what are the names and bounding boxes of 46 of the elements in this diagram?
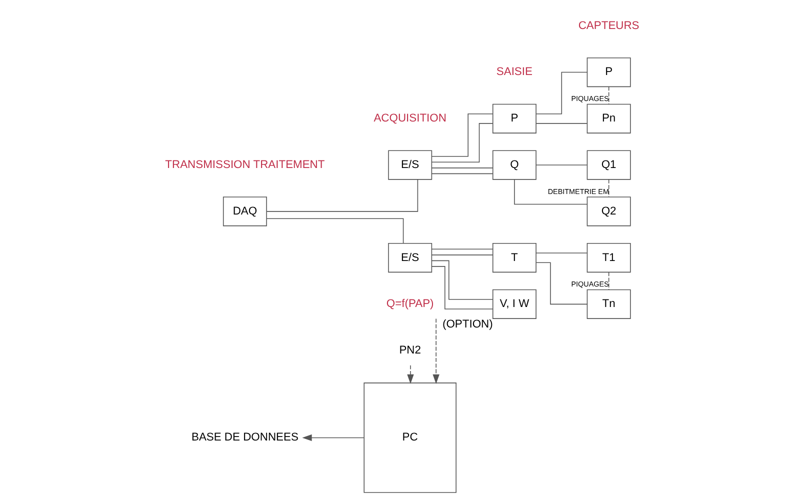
connector [608, 179, 610, 198]
label: TRANSMISSION TRAITEMENT [165, 158, 325, 171]
label: CAPTEURS [578, 20, 640, 32]
connector [608, 86, 610, 104]
node-box: E/S [388, 243, 432, 273]
node-box: T1 [586, 243, 631, 273]
edge-label: PIQUAGES [571, 280, 609, 289]
node-box: Pn [586, 104, 631, 134]
label: ACQUISITION [374, 112, 446, 125]
node-box: P [586, 57, 631, 88]
arrow [432, 318, 440, 384]
node-box: DAQ [222, 196, 267, 226]
connector [432, 266, 494, 310]
node-box: Q [492, 150, 536, 180]
connector [431, 260, 494, 300]
connector [432, 123, 494, 163]
label: SAISIE [496, 66, 532, 78]
connector [266, 179, 418, 212]
connector [536, 164, 588, 166]
node-box: Q1 [586, 150, 631, 180]
node-box: T [492, 243, 536, 273]
connector [431, 173, 494, 174]
edge-label: PIQUAGES [571, 94, 609, 104]
node-text: Q=f(PAP) [386, 298, 434, 310]
node-text: PN2 [399, 344, 421, 357]
connector [536, 252, 588, 254]
node-box: Tn [586, 289, 631, 319]
node-box: Q2 [586, 196, 631, 226]
node-box: V, I W [492, 289, 536, 319]
connector [266, 218, 404, 244]
connector [536, 72, 588, 114]
connector [431, 254, 494, 256]
node-box: E/S [388, 150, 432, 180]
connector [514, 179, 588, 205]
connector [431, 248, 494, 250]
edge-label: DEBITMETRIE EM [548, 186, 609, 196]
connector [536, 123, 588, 124]
connector [536, 262, 588, 305]
node-box: P [492, 104, 536, 134]
connector [608, 272, 610, 290]
arrow [407, 364, 414, 384]
node-box: PC [364, 382, 456, 493]
node-label: (OPTION) [442, 318, 493, 331]
arrow [302, 434, 364, 442]
connector [432, 113, 494, 157]
node-text: BASE DE DONNEES [191, 432, 298, 444]
